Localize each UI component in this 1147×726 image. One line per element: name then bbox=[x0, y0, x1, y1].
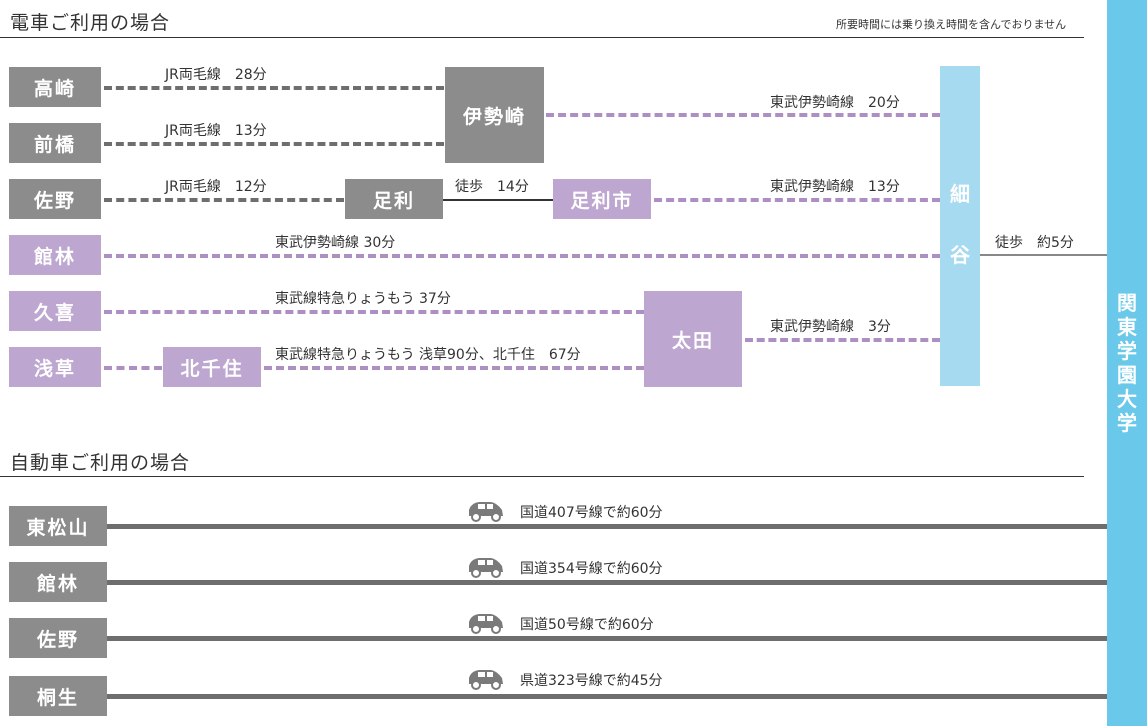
route-label-maebashi: JR両毛線 13分 bbox=[165, 123, 267, 139]
destination-university-bar: 関 東 学 園 大 学 bbox=[1107, 0, 1147, 726]
road-line bbox=[107, 524, 1107, 529]
station-ashikagashi: 足利市 bbox=[553, 179, 651, 219]
car-route-label: 国道50号線で約60分 bbox=[520, 617, 654, 633]
station-maebashi: 前橋 bbox=[9, 123, 101, 163]
car-route-label: 国道354号線で約60分 bbox=[520, 561, 663, 577]
station-kuki: 久喜 bbox=[9, 291, 101, 331]
tobu-line-asakusa bbox=[104, 366, 162, 370]
route-label-ashikagashi: 東武伊勢崎線 13分 bbox=[770, 179, 900, 195]
road-line bbox=[107, 580, 1107, 585]
univ-char: 学 bbox=[1117, 411, 1137, 435]
walk-label-ashikaga: 徒歩 14分 bbox=[455, 179, 529, 195]
route-label-sano: JR両毛線 12分 bbox=[165, 179, 267, 195]
tobu-line-ashikagashi bbox=[654, 198, 940, 202]
univ-char: 園 bbox=[1117, 363, 1137, 387]
car-route-label: 県道323号線で約45分 bbox=[520, 673, 663, 689]
car-icon bbox=[469, 614, 503, 634]
jr-line-maebashi bbox=[104, 142, 444, 146]
car-origin-kiryu: 桐生 bbox=[9, 676, 107, 716]
tobu-line-ota bbox=[745, 338, 940, 342]
station-isesaki: 伊勢崎 bbox=[445, 67, 544, 163]
route-label-tatebayashi: 東武伊勢崎線 30分 bbox=[275, 235, 396, 251]
station-ota: 太田 bbox=[644, 291, 742, 387]
transfer-note: 所要時間には乗り換え時間を含んでおりません bbox=[836, 18, 1067, 31]
station-asakusa: 浅草 bbox=[9, 347, 101, 387]
station-takasaki: 高崎 bbox=[9, 67, 101, 107]
tobu-line-isesaki bbox=[546, 113, 940, 117]
jr-line-takasaki bbox=[104, 86, 444, 90]
train-section-title: 電車ご利用の場合 bbox=[10, 12, 171, 34]
route-label-ota: 東武伊勢崎線 3分 bbox=[770, 319, 891, 335]
road-line bbox=[107, 694, 1107, 699]
walk-line-university bbox=[980, 254, 1107, 256]
car-icon bbox=[469, 502, 503, 522]
route-label-kitasenju: 東武線特急りょうもう 浅草90分、北千住 67分 bbox=[275, 347, 581, 363]
station-hosoya: 細 谷 bbox=[940, 66, 980, 386]
univ-char: 東 bbox=[1117, 315, 1137, 339]
univ-char: 大 bbox=[1117, 387, 1137, 411]
train-section-rule bbox=[0, 37, 1084, 38]
station-kitasenju: 北千住 bbox=[163, 347, 261, 387]
car-origin-sano: 佐野 bbox=[9, 618, 107, 658]
walk-line-ashikaga bbox=[443, 199, 553, 201]
jr-line-sano bbox=[104, 198, 344, 202]
route-label-kuki: 東武線特急りょうもう 37分 bbox=[275, 291, 451, 307]
route-label-takasaki: JR両毛線 28分 bbox=[165, 67, 267, 83]
tobu-line-tatebayashi bbox=[104, 254, 940, 258]
car-section-rule bbox=[0, 476, 1084, 477]
station-tatebayashi: 館林 bbox=[9, 235, 101, 275]
tobu-line-kitasenju bbox=[264, 366, 644, 370]
route-label-isesaki: 東武伊勢崎線 20分 bbox=[770, 95, 900, 111]
station-sano: 佐野 bbox=[9, 179, 101, 219]
univ-char: 関 bbox=[1117, 291, 1137, 315]
walk-label-university: 徒歩 約5分 bbox=[995, 235, 1074, 251]
univ-char: 学 bbox=[1117, 339, 1137, 363]
car-section-title: 自動車ご利用の場合 bbox=[10, 452, 191, 474]
car-route-label: 国道407号線で約60分 bbox=[520, 505, 663, 521]
car-icon bbox=[469, 670, 503, 690]
car-origin-tatebayashi: 館林 bbox=[9, 562, 107, 602]
car-origin-higashimatsuyama: 東松山 bbox=[9, 506, 107, 546]
station-ashikaga: 足利 bbox=[345, 179, 443, 219]
car-icon bbox=[469, 558, 503, 578]
road-line bbox=[107, 636, 1107, 641]
tobu-line-kuki bbox=[104, 310, 644, 314]
